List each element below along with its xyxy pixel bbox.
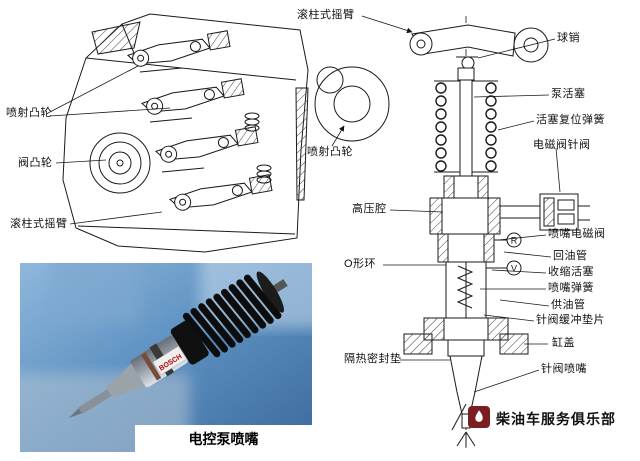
footer-brand-text: 柴油车服务俱乐部 [496,411,616,427]
cam-detail-drawing [314,66,390,142]
injector-section-drawing: R V [403,16,590,448]
engine-head-drawing [62,13,309,253]
flame-icon [475,410,483,422]
port-marker-r: R [511,236,518,246]
injector-photo-art: BOSCH [20,263,312,452]
cylinder-head-left [403,333,433,355]
label-o-ring: O形环 [344,258,377,270]
cam-end-circle [89,132,151,194]
label-roller-rocker-top: 滚柱式摇臂 [297,9,355,21]
injector-photo: BOSCH 电控泵喷嘴 [20,263,312,452]
label-needle-valve-buffer: 针阀缓冲垫片 [536,314,605,326]
label-cylinder-head: 缸盖 [552,337,575,349]
label-needle-valve-nozzle: 针阀喷嘴 [541,363,587,375]
port-marker-r-circle [506,232,522,248]
pump-piston-shape [459,79,473,177]
footer-logo [468,406,490,428]
label-roller-rocker-left: 滚柱式摇臂 [10,218,68,230]
ball-pin-shape [461,56,475,70]
label-injection-cam: 喷射凸轮 [6,107,52,119]
label-return-oil-pipe: 回油管 [553,250,588,262]
heat-seal-shape [447,339,485,357]
injector-coil-spring [182,274,282,358]
nozzle-spring-shape [456,265,474,309]
label-high-pressure-chamber: 高压腔 [352,203,387,215]
label-valve-cam: 阀凸轮 [18,157,53,169]
label-nozzle-spring: 喷嘴弹簧 [548,282,594,294]
cylinder-head-right [499,333,529,355]
label-heat-insulation-seal: 隔热密封垫 [344,353,402,365]
leader-lines [49,15,561,393]
solenoid-valve-block [500,193,590,231]
label-nozzle-solenoid-valve: 喷嘴电磁阀 [548,228,606,240]
label-piston-return-spring: 活塞复位弹簧 [536,114,605,126]
label-cam-detail: 喷射凸轮 [307,146,353,158]
port-marker-v: V [511,264,517,274]
label-pump-piston: 泵活塞 [551,88,586,100]
label-solenoid-valve-needle: 电磁阀针阀 [533,139,591,151]
label-ball-pin: 球销 [557,32,580,44]
footer-slash-decor [451,403,467,431]
label-retraction-piston: 收缩活塞 [548,266,594,278]
piston-return-spring-coils [435,82,497,172]
label-fuel-supply-pipe: 供油管 [551,299,586,311]
photo-caption: 电控泵喷嘴 [135,425,312,452]
